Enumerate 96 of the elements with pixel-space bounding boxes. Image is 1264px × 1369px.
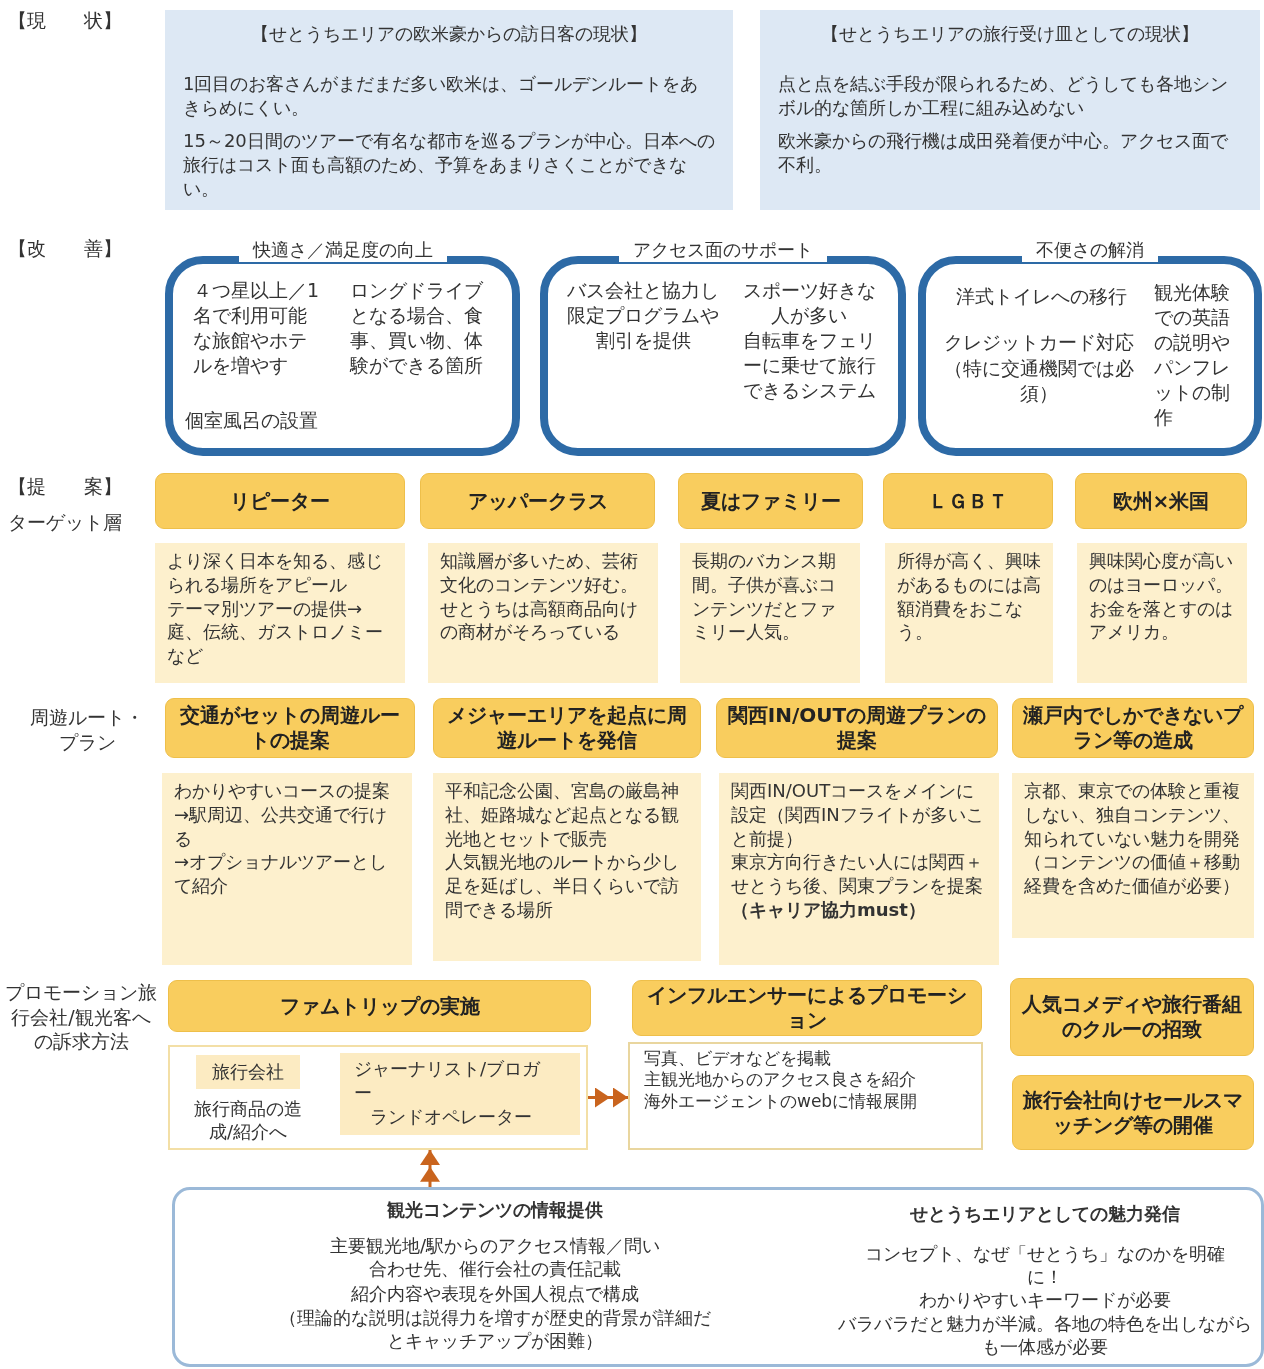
body-text: テーマ別ツアーの提供→庭、伝統、ガストロノミーなど [167, 596, 384, 668]
heading-text: ファムトリップの実施 [279, 993, 480, 1019]
body-text: 関西IN/OUTコースをメインに設定（関西INフライトが多いこと前提） [731, 779, 985, 851]
caption-text: 旅行商品の造成/紹介へ [193, 1097, 303, 1144]
body-text: わかりやすいキーワードが必要 [918, 1288, 1172, 1312]
heading-text: 【せとうちエリアの旅行受け皿としての現状】 [820, 22, 1200, 46]
body-text: ロングドライブとなる場合、食事、買い物、体験ができる箇所 [348, 278, 484, 379]
body-text: バラバラだと魅力が半減。各地の特色を出しながらも一体感が必要 [837, 1312, 1253, 1359]
body-text: 所得が高く、興味があるものには高額消費をおこなう。 [897, 549, 1041, 644]
body-text: 1回目のお客さんがまだまだ多い欧米は、ゴールデンルートをあきらめにくい。 [183, 71, 700, 120]
header-box [165, 698, 415, 758]
header-box [155, 473, 405, 529]
body-text: コンセプト、なぜ「せとうち」なのかを明確に！ [864, 1242, 1226, 1289]
body-text: 欧米豪からの飛行機は成田発着便が中心。アクセス面で不利。 [778, 129, 1229, 177]
body-text: →オプショナルツアーとして紹介 [174, 850, 389, 898]
heading-text: 交通がセットの周遊ルートの提案 [179, 703, 401, 753]
body-text: →駅周辺、公共交通で行ける [174, 802, 389, 851]
chevron-arrow [420, 1150, 440, 1187]
content-box [1012, 773, 1254, 938]
header-box [678, 473, 863, 529]
body-text: 主観光地からのアクセス良さを紹介 [644, 1069, 917, 1091]
body-text: 15～20日間のツアーで有名な都市を巡るプランが中心。日本への旅行はコスト面も高額のため、予算をあまりさくことができない。 [183, 129, 715, 201]
body-text: クレジットカード対応 [943, 330, 1135, 355]
body-text: 京都、東京での体験と重複しない、独自コンテンツ、知られていない魅力を開発（コンテンツの価値＋移動経費を含めた価値が必要） [1024, 779, 1241, 898]
content-frame [168, 1045, 588, 1150]
heading-text: 旅行会社向けセールスマッチング等の開催 [1023, 1087, 1243, 1138]
body-text: ランドオペレーター [370, 1105, 533, 1129]
heading-text: 観光コンテンツの情報提供 [386, 1198, 604, 1222]
body-text: 紹介内容や表現を外国人視点で構成 [350, 1282, 640, 1306]
section-label: ターゲット層 [8, 510, 123, 535]
content-box [719, 773, 999, 965]
body-text: 平和記念公園、宮島の厳島神社、姫路城など起点となる観光地とセットで販売 [445, 779, 680, 851]
body-text: （理論的な説明は説得力を増すが歴史的背景が詳細だとキャッチアップが困難） [278, 1306, 712, 1353]
content-box [162, 773, 412, 965]
body-text: 洋式トイレへの移行 [954, 284, 1128, 309]
body-text: 個室風呂の設置 [185, 408, 319, 433]
body-text: スポーツ好きな人が多い [741, 278, 877, 329]
section-heading: 快適さ／満足度の向上 [238, 238, 447, 262]
body-text: 主要観光地/駅からのアクセス情報／問い合わせ先、催行会社の責任記載 [328, 1234, 662, 1281]
body-text: 人気観光地のルートから少し足を延ばし、半日くらいで訪問できる場所 [445, 850, 680, 922]
body-text: 観光体験での英語の説明やパンフレットの制作 [1154, 280, 1231, 431]
heading-text: 【せとうちエリアの欧米豪からの訪日客の現状】 [250, 22, 648, 46]
content-box [680, 543, 860, 683]
content-box [428, 543, 658, 683]
section-label: 【改 善】 [8, 236, 123, 261]
header-box [168, 980, 591, 1032]
tag-box [340, 1053, 580, 1135]
body-text: わかりやすいコースの提案 [174, 779, 391, 803]
header-box [420, 473, 655, 529]
body-text: ４つ星以上／1名で利用可能な旅館やホテルを増やす [193, 278, 321, 379]
body-text: 旅行会社 [211, 1060, 285, 1084]
heading-text: ＬＧＢＴ [928, 488, 1008, 514]
body-text: 東京方向行きたい人には関西＋せとうち後、関東プランを提案（キャリア協力must） [731, 850, 984, 922]
content-box [628, 1042, 983, 1150]
heading-text: メジャーエリアを起点に周遊ルートを発信 [446, 703, 688, 753]
body-text: 点と点を結ぶ手段が限られるため、どうしても各地シンボル的な箇所しか工程に組み込めない [778, 71, 1229, 120]
heading-text: 夏はファミリー [700, 488, 841, 514]
body-text: ジャーナリスト/ブロガー [354, 1057, 542, 1105]
section-heading: 不便さの解消 [1022, 238, 1158, 262]
content-box [155, 543, 405, 683]
status-panel [165, 10, 733, 210]
heading-text: 関西IN/OUTの周遊プランの提案 [727, 703, 987, 753]
heading-text: 人気コメディや旅行番組のクルーの招致 [1021, 992, 1243, 1042]
header-box [1075, 473, 1247, 529]
content-box [885, 543, 1053, 683]
chevron-arrow [588, 1088, 628, 1108]
body-text: 海外エージェントのwebに情報展開 [644, 1090, 919, 1112]
body-text: 長期のバカンス期間。子供が喜ぶコンテンツだとファミリー人気。 [692, 549, 837, 644]
header-box [716, 698, 998, 758]
header-box [883, 473, 1053, 529]
content-box [433, 773, 701, 961]
header-box [1012, 1075, 1254, 1150]
status-panel [760, 10, 1260, 210]
heading-text: インフルエンサーによるプロモーション [646, 983, 968, 1033]
header-box [1012, 698, 1254, 758]
body-text: バス会社と協力し限定プログラムや割引を提供 [566, 278, 720, 354]
heading-text: リピーター [230, 488, 330, 514]
heading-text: せとうちエリアとしての魅力発信 [909, 1202, 1181, 1226]
body-text: 自転車をフェリーに乗せて旅行できるシステム [741, 328, 877, 404]
header-box [1010, 978, 1254, 1056]
section-label: 【現 状】 [8, 8, 123, 33]
section-label: プロモーション旅行会社/観光客への訴求方法 [4, 980, 158, 1055]
body-text: （特に交通機関では必須） [943, 356, 1135, 407]
section-label: 周遊ルート・プラン [29, 705, 145, 755]
body-text: 知識層が多いため、芸術文化のコンテンツ好む。せとうちは高額商品向けの商材がそろっている [440, 549, 639, 644]
header-box [433, 698, 701, 758]
section-label: 【提 案】 [8, 474, 123, 499]
body-text: 写真、ビデオなどを掲載 [644, 1048, 832, 1070]
header-box [632, 980, 982, 1036]
body-text: より深く日本を知る、感じられる場所をアピール [167, 549, 384, 597]
heading-text: アッパークラス [467, 488, 608, 514]
heading-text: 瀬戸内でしかできないプラン等の造成 [1023, 703, 1243, 753]
heading-text: 欧州×米国 [1112, 488, 1210, 514]
info-panel [172, 1187, 1264, 1367]
content-box [1077, 543, 1247, 683]
body-text: 興味関心度が高いのはヨーロッパ。お金を落とすのはアメリカ。 [1089, 549, 1234, 644]
